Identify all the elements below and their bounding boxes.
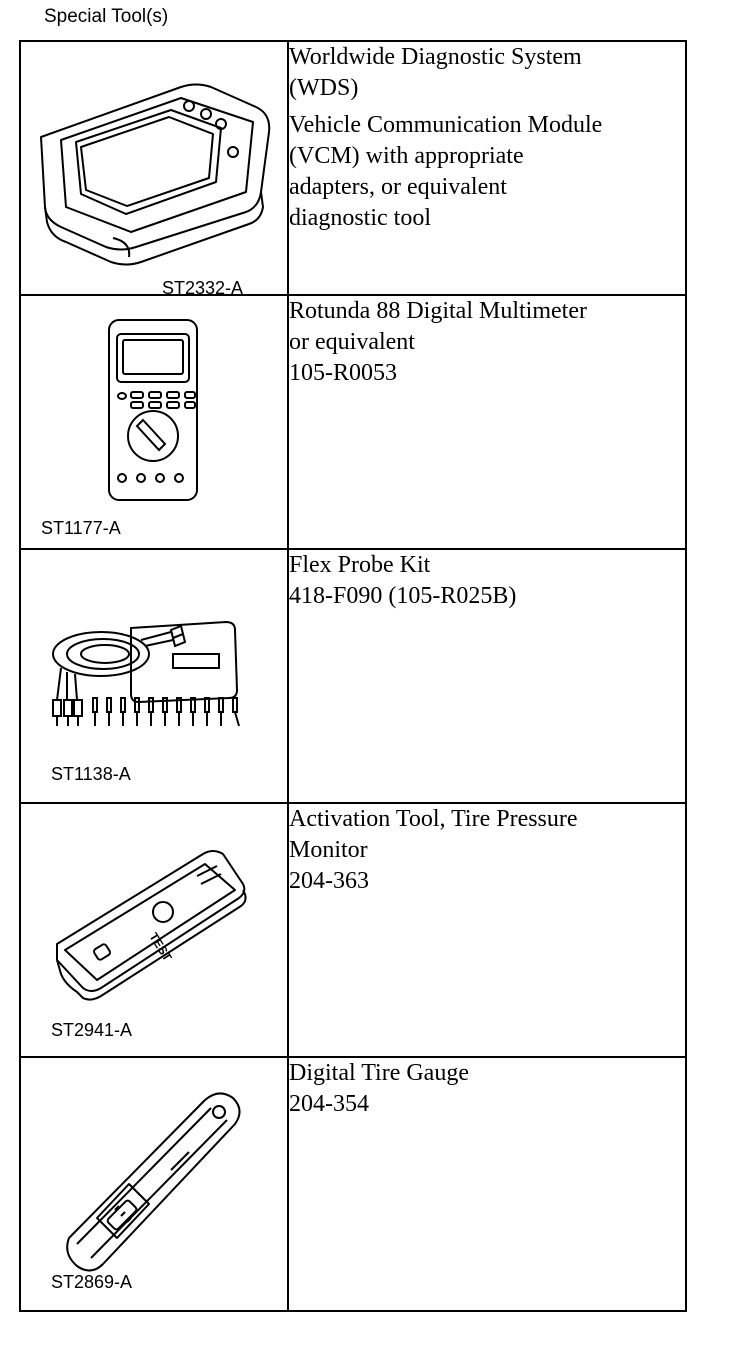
tool-description: Vehicle Communication Module (VCM) with … (289, 112, 603, 231)
tool-description: Worldwide Diagnostic System (WDS) (289, 44, 582, 101)
table-row: ST1177-A Rotunda 88 Digital Multimeter o… (19, 294, 687, 550)
tool-code: ST2869-A (51, 1272, 133, 1292)
probe-kit-icon (52, 620, 240, 727)
table-row: TEST ST2941-A Activation Tool, Tire Pres… (19, 802, 687, 1058)
table-row: ST2332-A Worldwide Diagnostic System (WD… (19, 40, 687, 298)
tool-code: ST2941-A (51, 1020, 133, 1040)
tool-description: Digital Tire Gauge 204-354 (289, 1060, 469, 1117)
section-heading: Special Tool(s) (44, 6, 169, 27)
tool-image-cell: ST1138-A (19, 548, 289, 804)
tool-description-cell: Activation Tool, Tire Pressure Monitor 2… (287, 802, 687, 1058)
tool-description-cell: Digital Tire Gauge 204-354 (287, 1056, 687, 1312)
tool-description-cell: Worldwide Diagnostic System (WDS) Vehicl… (287, 40, 687, 296)
tool-image-cell: TEST ST2941-A (19, 802, 289, 1058)
tool-description: Activation Tool, Tire Pressure Monitor 2… (289, 806, 578, 894)
tool-description: Rotunda 88 Digital Multimeter or equival… (289, 298, 587, 386)
tire-gauge-icon (66, 1092, 241, 1272)
tool-code: ST2332-A (162, 278, 244, 298)
multimeter-icon (108, 319, 198, 501)
tool-code: ST1138-A (51, 764, 131, 784)
special-tools-table: ST2332-A Worldwide Diagnostic System (WD… (19, 40, 687, 1312)
test-button-label: TEST (146, 930, 174, 964)
table-row: ST1138-A Flex Probe Kit 418-F090 (105-R0… (19, 548, 687, 804)
tool-description-cell: Rotunda 88 Digital Multimeter or equival… (287, 294, 687, 550)
diagnostic-tablet-icon (40, 83, 271, 266)
tool-code: ST1177-A (41, 518, 121, 538)
tool-image-cell: ST1177-A (19, 294, 289, 550)
tool-description-cell: Flex Probe Kit 418-F090 (105-R025B) (287, 548, 687, 804)
table-row: ST2869-A Digital Tire Gauge 204-354 (19, 1056, 687, 1312)
tool-description: Flex Probe Kit 418-F090 (105-R025B) (289, 552, 517, 609)
tool-image-cell: ST2332-A (19, 40, 289, 298)
tool-image-cell: ST2869-A (19, 1056, 289, 1312)
activation-tool-icon: TEST (56, 850, 247, 1001)
